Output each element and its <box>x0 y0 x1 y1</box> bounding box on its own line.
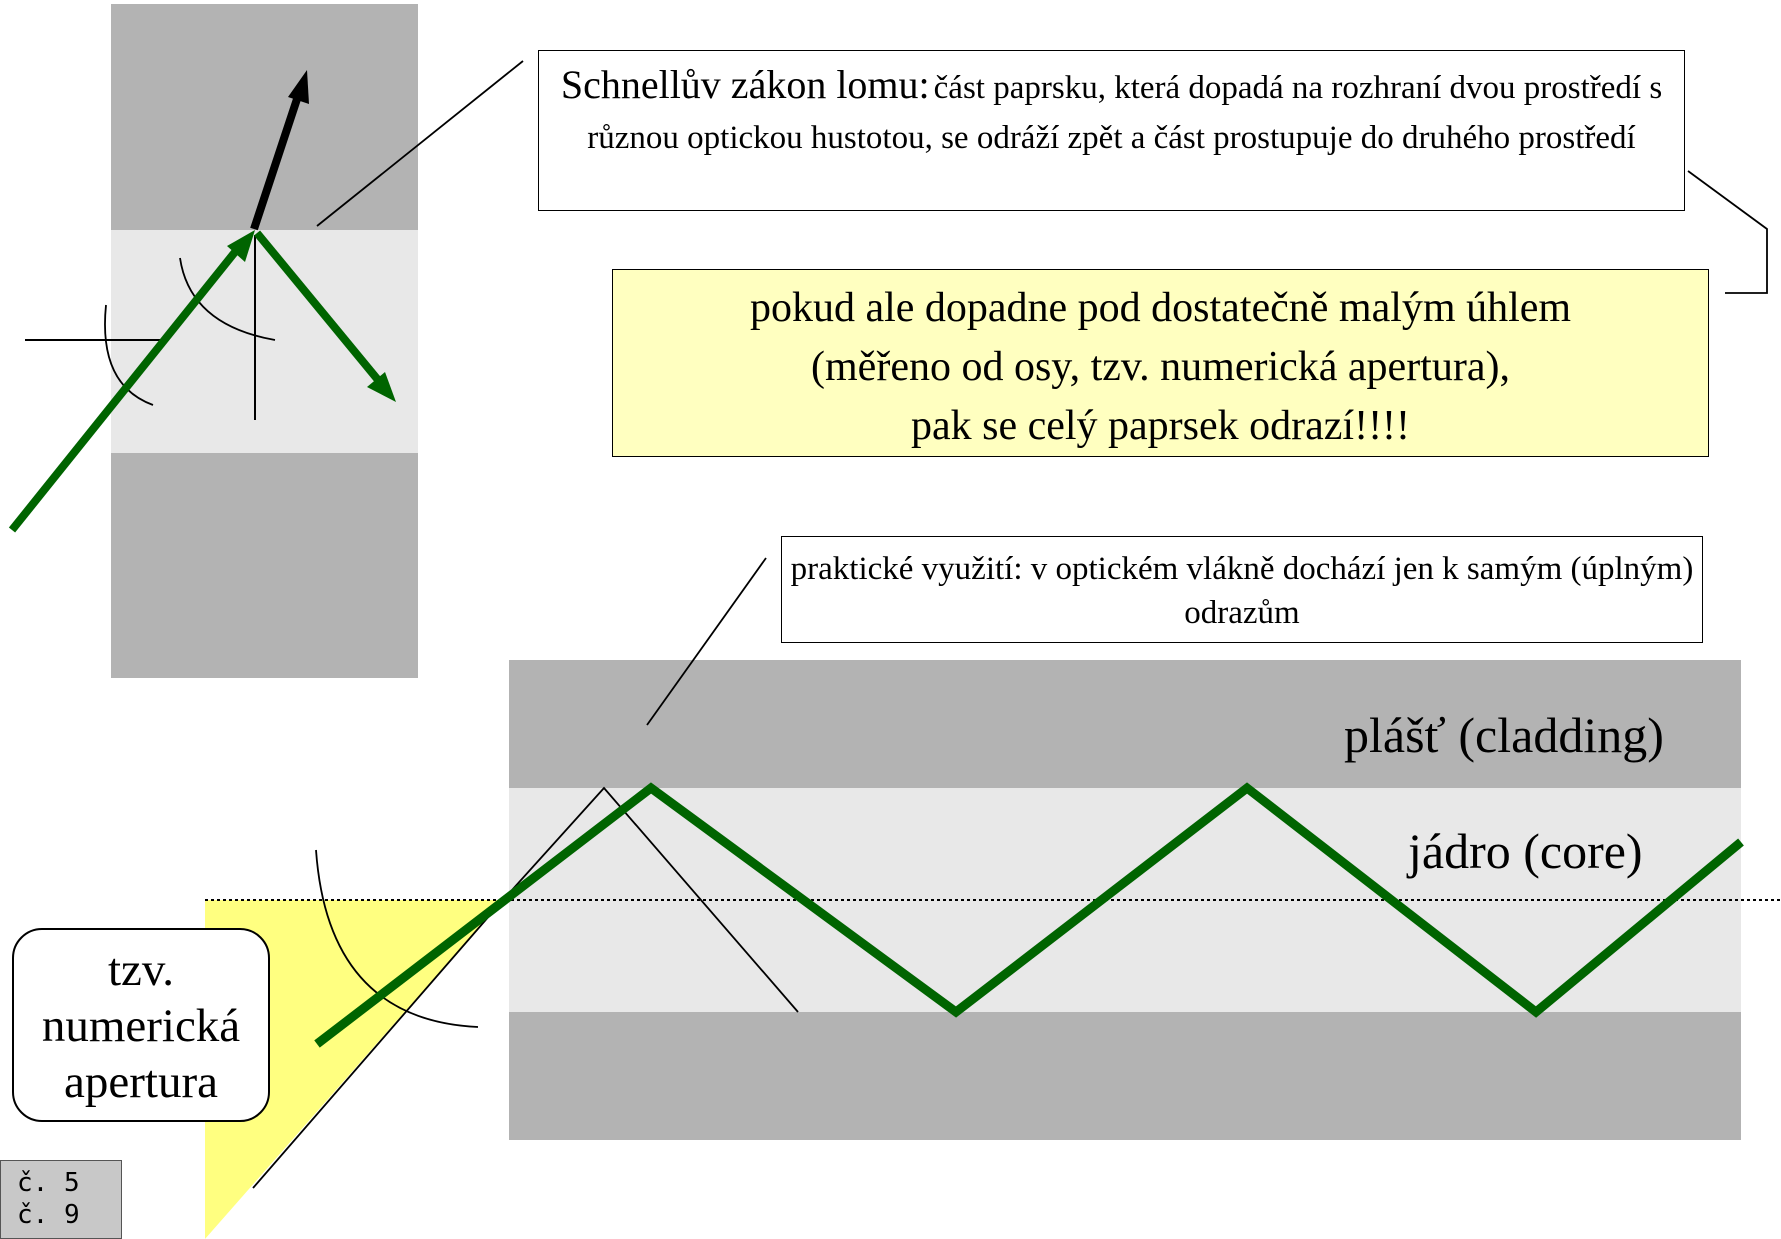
refracted-ray <box>250 88 304 231</box>
incident-ray <box>8 239 247 533</box>
numerical-aperture-label: tzv. numerická apertura <box>12 928 270 1122</box>
na-line-1: tzv. <box>107 944 175 996</box>
reflected-ray-left <box>253 230 387 389</box>
guided-ray-path <box>314 782 1744 1048</box>
middle-medium <box>111 230 418 453</box>
snell-law-text: část paprsku, která dopadá na rozhraní d… <box>587 70 1663 156</box>
callout-line-practical <box>646 557 767 726</box>
cladding-label: plášť (cladding) <box>1344 707 1664 763</box>
incident-ray-arrowhead <box>227 230 255 262</box>
core-label: jádro (core) <box>1408 823 1643 879</box>
tir-line-1: pokud ale dopadne pod dostatečně malým ú… <box>749 285 1572 331</box>
fiber-cladding-bottom <box>509 1012 1741 1140</box>
tir-line-2: (měřeno od osy, tzv. numerická apertura)… <box>811 344 1510 390</box>
na-line-3: apertura <box>64 1056 218 1108</box>
reflected-ray-left-arrowhead <box>367 372 396 402</box>
page-reference: č. 5 č. 9 <box>0 1160 122 1239</box>
numerical-aperture-arc <box>315 849 479 1028</box>
na-line-2: numerická <box>41 1000 241 1052</box>
practical-use-box: praktické využití: v optickém vlákně doc… <box>781 536 1703 643</box>
snell-law-title: Schnellův zákon lomu: <box>560 62 930 107</box>
refracted-ray-arrowhead <box>288 70 309 104</box>
total-reflection-box: pokud ale dopadne pod dostatečně malým ú… <box>612 269 1709 457</box>
snell-law-box: Schnellův zákon lomu: část paprsku, kter… <box>538 50 1685 211</box>
fiber-cladding-top <box>509 660 1741 788</box>
incidence-angle-arc-outer <box>104 304 154 406</box>
critical-angle-lines <box>502 786 799 1013</box>
incidence-angle-arc-inner <box>179 257 276 341</box>
cone-edge-line <box>252 899 504 1189</box>
callout-line-snell <box>316 60 524 227</box>
bracket-snell-to-tir <box>1687 170 1768 294</box>
lower-medium <box>111 453 418 678</box>
page-ref-line-2: č. 9 <box>17 1200 80 1230</box>
page-ref-line-1: č. 5 <box>17 1168 80 1198</box>
tir-line-3: pak se celý paprsek odrazí!!!! <box>910 403 1411 449</box>
practical-use-text: praktické využití: v optickém vlákně doc… <box>790 551 1694 631</box>
